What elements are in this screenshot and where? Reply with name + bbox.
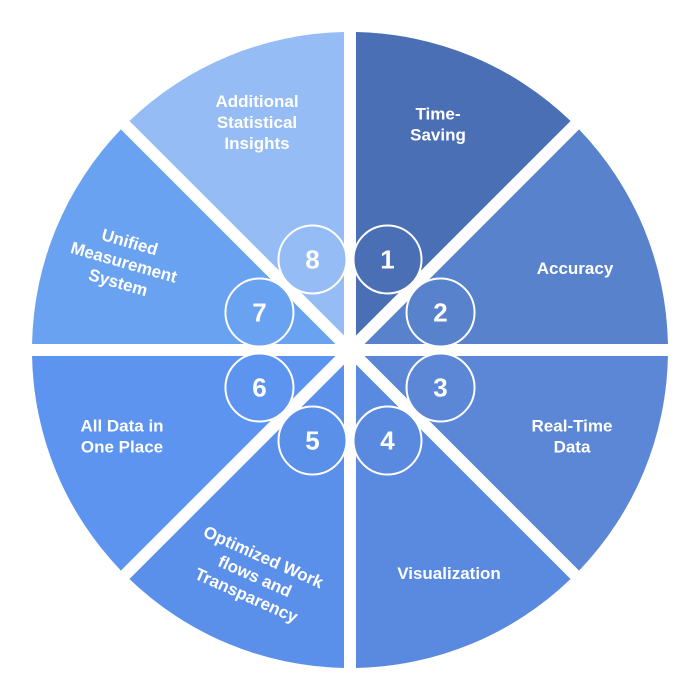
segment-number: 4 (380, 426, 395, 456)
number-circle (352, 224, 423, 295)
number-circle (352, 405, 423, 476)
segment-number: 3 (433, 373, 447, 403)
number-circle (224, 352, 295, 423)
segment-number: 1 (380, 244, 394, 274)
segment-number: 7 (252, 298, 266, 328)
number-circle (405, 352, 476, 423)
segment-number: 5 (305, 426, 319, 456)
number-badge-3: 3 (405, 352, 476, 423)
number-badge-7: 7 (224, 277, 295, 348)
number-circle (405, 277, 476, 348)
number-badge-1: 1 (352, 224, 423, 295)
segment-number: 2 (433, 298, 447, 328)
segment-label-line: One Place (81, 438, 163, 457)
number-circle (277, 405, 348, 476)
number-badge-4: 4 (352, 405, 423, 476)
segment-label-line: All Data in (80, 417, 163, 436)
segment-label-line: Visualization (397, 564, 501, 583)
number-circle (224, 277, 295, 348)
segment-label-1: Time- Saving (410, 105, 466, 145)
segment-label-line: Saving (410, 126, 466, 145)
segment-number: 8 (305, 244, 319, 274)
segment-number: 6 (252, 373, 266, 403)
number-badge-8: 8 (277, 224, 348, 295)
segment-label-line: Data (554, 438, 591, 457)
number-badge-2: 2 (405, 277, 476, 348)
wheel-segments (32, 32, 668, 668)
number-badge-6: 6 (224, 352, 295, 423)
segment-label-line: Statistical (217, 113, 297, 132)
number-circle (277, 224, 348, 295)
segment-label-line: Real-Time (532, 417, 613, 436)
number-badges: 1 2 3 4 5 6 7 8 (224, 224, 476, 476)
segment-label-2: Accuracy (537, 259, 614, 278)
segment-label-4: Visualization (397, 564, 501, 583)
segment-label-line: Time- (415, 105, 460, 124)
segment-label-line: Additional (215, 92, 298, 111)
segment-label-line: Accuracy (537, 259, 614, 278)
segment-label-6: All Data in One Place (80, 417, 163, 457)
segment-label-line: Insights (224, 134, 289, 153)
number-badge-5: 5 (277, 405, 348, 476)
